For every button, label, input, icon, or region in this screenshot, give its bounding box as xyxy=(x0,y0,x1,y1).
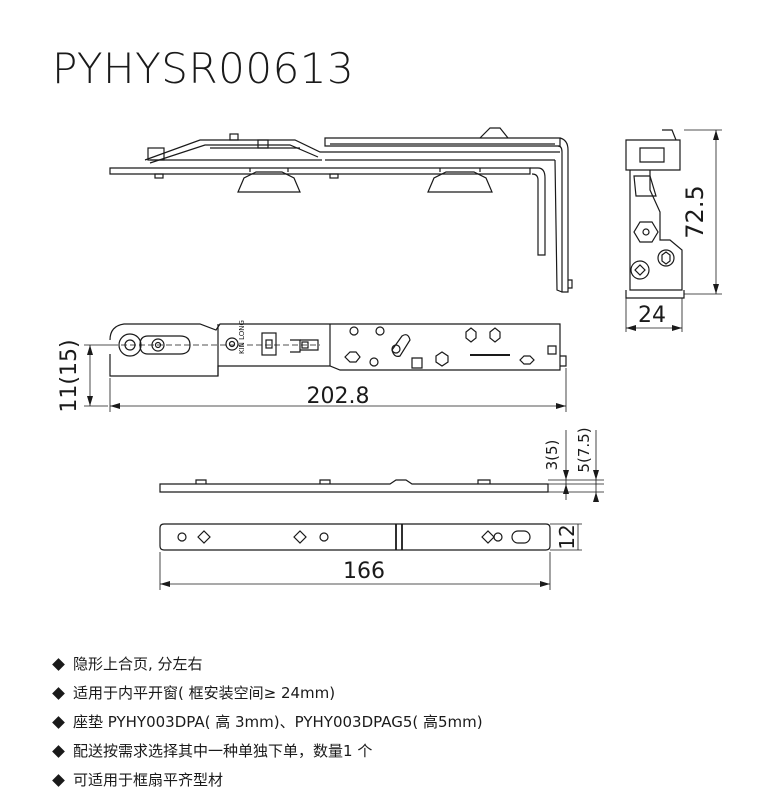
pad-top-view xyxy=(159,523,582,590)
dim-width-side: 24 xyxy=(638,303,666,328)
technical-drawing: 72.5 24 xyxy=(57,127,722,590)
note-text: 可适用于框扇平齐型材 xyxy=(73,771,224,789)
diamond-bullet-icon xyxy=(52,687,65,700)
note-text: 配送按需求选择其中一种单独下单，数量1 个 xyxy=(73,742,373,760)
note-item: 隐形上合页, 分左右 xyxy=(52,650,483,679)
note-item: 座垫 PYHY003DPA( 高 3mm)、PYHY003DPAG5( 高5mm… xyxy=(52,708,483,737)
dim-height-top: 11(15) xyxy=(57,339,82,412)
note-item: 适用于内平开窗( 框安装空间≥ 24mm) xyxy=(52,679,483,708)
diamond-bullet-icon xyxy=(52,716,65,729)
dim-height-side: 72.5 xyxy=(681,185,709,238)
diamond-bullet-icon xyxy=(52,658,65,671)
note-text: 隐形上合页, 分左右 xyxy=(73,655,203,673)
diamond-bullet-icon xyxy=(52,774,65,787)
dim-pad-length: 166 xyxy=(343,559,385,584)
hinge-top-view xyxy=(84,323,567,412)
dim-length-top: 202.8 xyxy=(307,384,370,409)
note-item: 配送按需求选择其中一种单独下单，数量1 个 xyxy=(52,737,483,766)
product-notes: 隐形上合页, 分左右 适用于内平开窗( 框安装空间≥ 24mm) 座垫 PYHY… xyxy=(52,650,483,795)
diamond-bullet-icon xyxy=(52,745,65,758)
note-item: 可适用于框扇平齐型材 xyxy=(52,766,483,795)
hinge-side-view xyxy=(625,129,722,332)
product-code-title: PYHYSR00613 xyxy=(52,44,355,93)
note-text: 座垫 PYHY003DPA( 高 3mm)、PYHY003DPAG5( 高5mm… xyxy=(73,713,483,731)
dim-pad-thick-a: 3(5) xyxy=(543,440,561,471)
dim-pad-thick-b: 5(7.5) xyxy=(575,427,593,472)
dim-pad-width: 12 xyxy=(555,524,579,549)
note-text: 适用于内平开窗( 框安装空间≥ 24mm) xyxy=(73,684,336,702)
part-marking: KIN LONG xyxy=(238,320,246,354)
pad-side-view xyxy=(159,430,604,502)
hinge-front-view xyxy=(109,127,573,293)
